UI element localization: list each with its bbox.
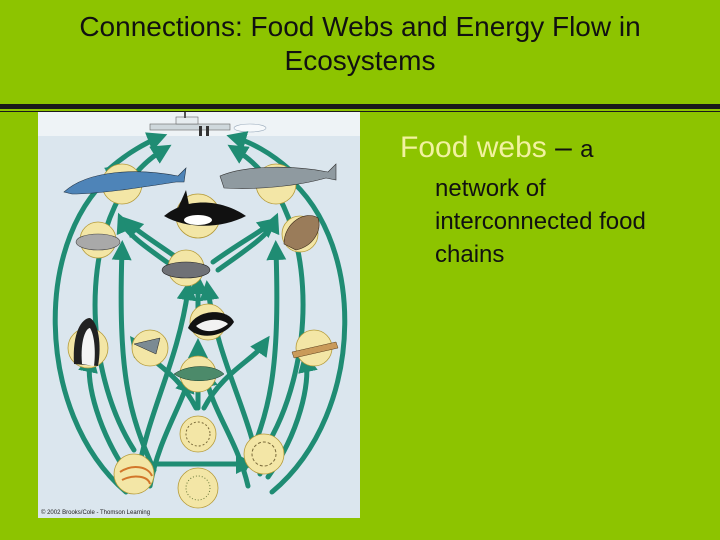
fish-icon — [173, 366, 225, 381]
squid-icon — [291, 341, 339, 359]
node-phytoplankton — [177, 467, 219, 509]
node-carnivorous-zooplankton — [243, 433, 285, 475]
carnivorous-zooplankton-icon — [251, 441, 277, 467]
bullet-definition: network of interconnected food chains — [435, 172, 705, 271]
animal-silhouettes — [63, 163, 339, 501]
phytoplankton-icon — [185, 475, 211, 501]
leopard-seal-icon — [283, 215, 320, 251]
krill-icon — [119, 466, 153, 485]
definition-line-3: chains — [435, 241, 505, 268]
node-krill — [113, 453, 155, 495]
crabeater-seal-icon — [161, 261, 211, 279]
definition-line-1: network of — [435, 175, 546, 202]
slide-title: Connections: Food Webs and Energy Flow i… — [0, 10, 720, 78]
people-icon — [199, 126, 209, 136]
food-web-diagram — [38, 112, 360, 509]
petrel-icon — [133, 337, 161, 355]
node-herbivorous-zooplankton — [179, 415, 217, 453]
sperm-whale-icon — [219, 163, 337, 189]
bullet-term: Food webs — [400, 131, 547, 164]
figure-credit: © 2002 Brooks/Cole - Thomson Learning — [41, 510, 151, 516]
title-divider-thin — [0, 111, 720, 112]
slide-title-line-1: Connections: Food Webs and Energy Flow i… — [79, 11, 641, 42]
definition-line-2: interconnected food — [435, 208, 646, 235]
ice-floe — [233, 123, 267, 133]
bullet-article: a — [580, 136, 594, 163]
food-web-illustration: © 2002 Brooks/Cole - Thomson Learning — [38, 112, 360, 518]
elephant-seal-icon — [75, 233, 121, 251]
zooplankton-icon — [185, 421, 211, 447]
bullet-heading: Food webs – a — [400, 131, 593, 165]
blue-whale-icon — [63, 167, 187, 195]
bullet-dash: – — [555, 131, 572, 164]
slide-title-line-2: Ecosystems — [284, 45, 436, 76]
title-divider-thick — [0, 104, 720, 109]
ship-icon — [149, 112, 231, 131]
